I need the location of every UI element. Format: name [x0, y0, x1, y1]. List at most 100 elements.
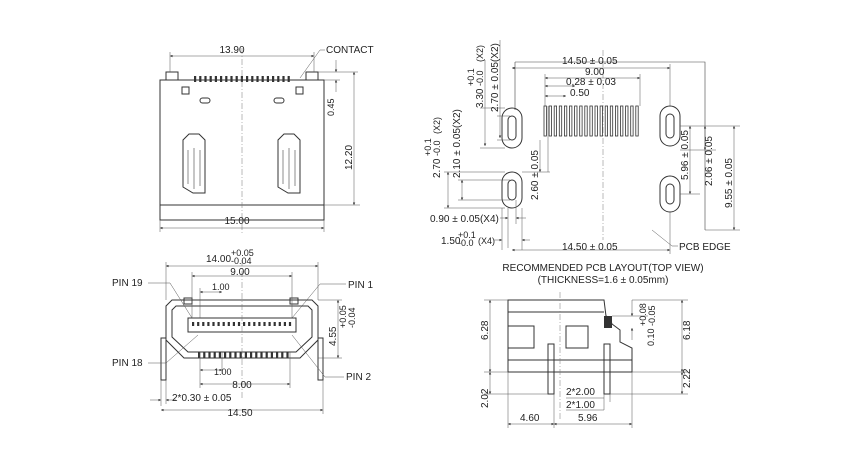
- slot-330-tol-dn: -0.0: [475, 70, 485, 86]
- front-contact-top: [288, 322, 292, 326]
- overall-width-label: 14.50: [227, 408, 252, 419]
- front-contact-top: [222, 322, 225, 326]
- contact-tooth: [246, 76, 249, 82]
- contact-tooth: [277, 76, 280, 82]
- height-455-tol-up: +0.05: [338, 305, 348, 328]
- pitch-100-upper-label: 1.00: [212, 282, 230, 292]
- pcb-pad: [594, 105, 598, 137]
- pcb-pad: [558, 105, 563, 137]
- side-dim-460-label: 4.60: [520, 413, 540, 424]
- contact-tooth: [256, 76, 259, 82]
- front-contact-bottom: [270, 352, 273, 358]
- front-contact-top: [202, 322, 205, 326]
- pcb-width-top-label: 14.50 ± 0.05: [562, 56, 618, 67]
- front-contact-bottom: [224, 352, 227, 358]
- lead-width-label: 2*0.30 ± 0.05: [172, 393, 232, 404]
- front-contact-bottom: [239, 352, 242, 358]
- pcb-pad-pitch-label: 0.28 ± 0.03: [566, 77, 616, 88]
- pcb-pad: [609, 105, 614, 137]
- slot-330-suffix: (X2): [475, 45, 485, 62]
- side-height-right-label: 6.18: [682, 320, 693, 340]
- side-dim-596-label: 5.96: [578, 413, 598, 424]
- front-width-tol-up: +0.05: [231, 248, 254, 258]
- slot-150-tol-up: +0.1: [458, 230, 476, 240]
- front-contact-top: [227, 322, 230, 326]
- pcb-pad: [548, 105, 552, 137]
- pin1-label: PIN 1: [348, 280, 373, 291]
- front-contact-bottom: [250, 352, 253, 358]
- pcb-pad: [599, 105, 603, 137]
- contact-tooth: [287, 76, 290, 82]
- front-contact-top: [212, 322, 215, 326]
- bottom-width-label: 15.00: [224, 216, 249, 227]
- side-dim-202-label: 2.02: [480, 388, 491, 408]
- contact-tooth: [220, 76, 223, 82]
- top-view: 13.90 CONTACT 0.45 12.20 15.00: [159, 45, 374, 235]
- front-contact-bottom: [213, 352, 216, 358]
- pcb-caption-title: RECOMMENDED PCB LAYOUT(TOP VIEW): [502, 263, 703, 274]
- pcb-pad: [574, 105, 578, 137]
- front-contact-bottom: [255, 352, 258, 358]
- pcb-pitch-900-label: 9.00: [585, 67, 605, 78]
- pitch-100-lower-label: 1.00: [214, 367, 232, 377]
- front-contact-bottom: [203, 352, 206, 358]
- dim-206-label: 2.06 ± 0.05: [704, 136, 715, 186]
- front-contacts-top: [192, 322, 292, 326]
- pcb-pad: [553, 105, 558, 137]
- dim-1220-label: 12.20: [344, 145, 355, 170]
- contact-tooth: [261, 76, 264, 82]
- front-contact-top: [283, 322, 286, 326]
- dim-596-label: 5.96 ± 0.05: [680, 130, 691, 180]
- slot-270-suffix: (X2): [432, 117, 442, 134]
- front-width-label: 14.00: [206, 254, 231, 265]
- front-contact-bottom: [234, 352, 237, 358]
- pcb-pad: [579, 105, 583, 137]
- pcb-pad: [620, 105, 624, 137]
- front-contact-top: [207, 322, 210, 326]
- slot-right-lower: [659, 175, 681, 213]
- side-tol-up: +0.08: [638, 303, 648, 326]
- front-contact-top: [278, 322, 281, 326]
- front-contact-bottom: [244, 352, 247, 358]
- pcb-pad: [630, 105, 634, 137]
- front-contact-bottom: [265, 352, 268, 358]
- slot-210-label: 2.10 ± 0.05(X2): [452, 109, 463, 178]
- pitch-800-label: 8.00: [232, 380, 252, 391]
- contact-tooth: [194, 76, 197, 82]
- side-view: 6.28 2.02 0.10 +0.08 -0.05 6.18 2.22 2*2…: [480, 292, 693, 428]
- pcb-pad: [543, 105, 547, 137]
- front-contact-top: [197, 322, 200, 326]
- slot-150-tol-dn: -0.0: [458, 238, 474, 248]
- pin18-label: PIN 18: [112, 358, 143, 369]
- dim-260-label: 2.60 ± 0.05: [530, 150, 541, 200]
- front-contact-top: [237, 322, 241, 326]
- slot-330-label: 3.30: [475, 88, 486, 108]
- slot-left-upper: [501, 107, 523, 149]
- slot-090-label: 0.90 ± 0.05(X4): [430, 214, 499, 225]
- contact-tooth: [251, 76, 254, 82]
- slot-270-tol-up: +0.1: [423, 138, 433, 156]
- slot-330-tol-up: +0.1: [466, 68, 476, 86]
- front-contact-top: [248, 322, 251, 326]
- front-shell: [165, 299, 319, 359]
- slot-150-suffix: (X4): [478, 236, 495, 246]
- slot-270-label: 2.70: [432, 158, 443, 178]
- front-contact-bottom: [286, 352, 289, 358]
- pcb-pad: [604, 105, 609, 137]
- slot-right-upper: [659, 105, 681, 147]
- side-2x200-label: 2*2.00: [566, 387, 595, 398]
- pitch-900-label: 9.00: [230, 267, 250, 278]
- side-body: [507, 299, 633, 361]
- front-contact-bottom: [208, 352, 211, 358]
- pcb-caption-thickness: (THICKNESS=1.6 ± 0.05mm): [538, 275, 669, 286]
- pcb-pad: [635, 105, 639, 137]
- pcb-pad: [625, 105, 629, 137]
- front-contact-top: [253, 322, 256, 326]
- front-contact-top: [268, 322, 271, 326]
- contact-tooth: [209, 76, 212, 82]
- height-455-tol-dn: -0.04: [347, 307, 357, 328]
- slot-270-tol-dn: -0.0: [432, 140, 442, 156]
- slot-270-x2-label: 2.70 ± 0.05(X2): [490, 43, 501, 112]
